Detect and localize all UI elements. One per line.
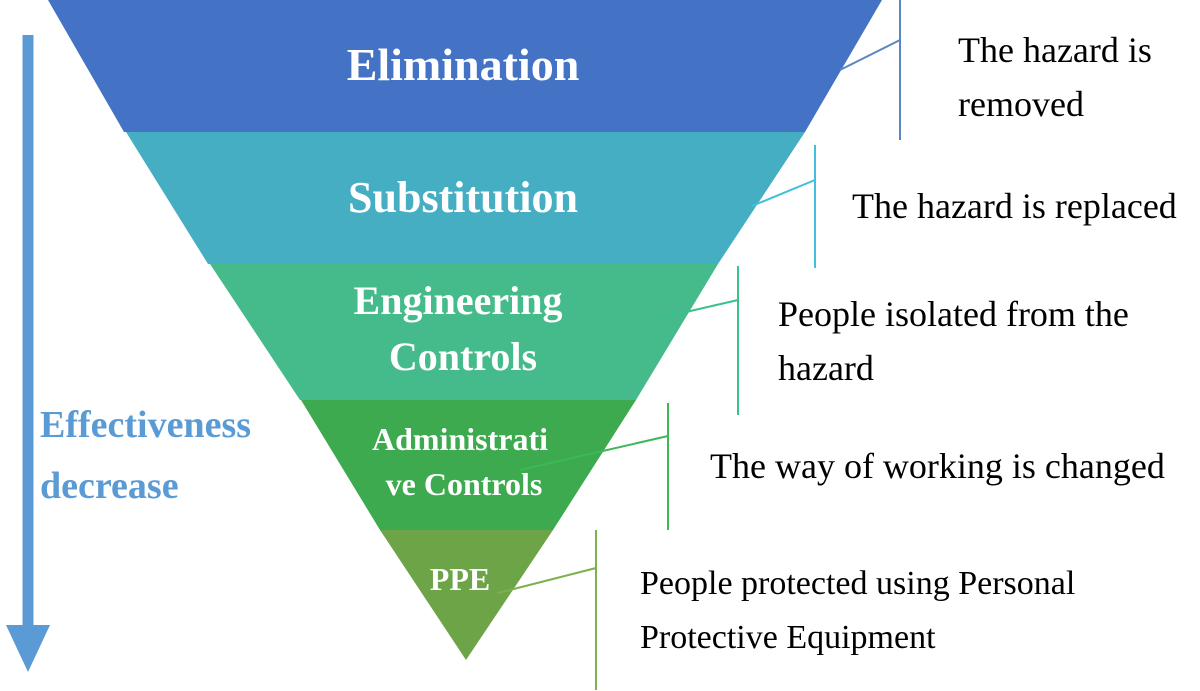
description-ppe-line-1: People protected using Personal <box>640 565 1075 602</box>
effectiveness-arrow <box>6 35 50 672</box>
label-administrative-line-1: Administrati <box>372 421 548 457</box>
description-engineering-controls: People isolated from the hazard <box>778 294 1138 388</box>
arrow-head <box>6 625 50 672</box>
description-elimination-line-2: removed <box>958 84 1084 124</box>
band-elimination <box>48 0 882 132</box>
description-administrative-line-1: The way of working is changed <box>710 446 1165 486</box>
band-engineering-controls <box>210 264 718 400</box>
label-engineering-controls: Engineering Controls <box>354 278 573 379</box>
effectiveness-label: Effectiveness decrease <box>40 404 261 507</box>
connector-engineering-controls <box>659 266 739 415</box>
connector-ppe <box>497 530 597 690</box>
label-substitution: Substitution <box>348 173 578 222</box>
connector-elimination <box>839 0 901 140</box>
band-ppe <box>380 530 553 660</box>
band-substitution <box>126 132 805 264</box>
description-elimination: The hazard is removed <box>958 30 1161 124</box>
label-elimination: Elimination <box>347 39 580 90</box>
connector-substitution <box>751 145 816 268</box>
label-ppe: PPE <box>430 561 490 597</box>
label-administrative-controls: Administrati ve Controls <box>372 421 556 502</box>
connector-administrative-controls <box>519 403 669 530</box>
description-ppe-line-2: Protective Equipment <box>640 619 936 656</box>
effectiveness-label-line-1: Effectiveness <box>40 404 251 446</box>
description-ppe: People protected using Personal Protecti… <box>640 565 1084 656</box>
label-administrative-line-2: ve Controls <box>386 466 543 502</box>
callout-connectors <box>497 0 901 690</box>
label-engineering-line-2: Controls <box>389 334 537 379</box>
description-elimination-line-1: The hazard is <box>958 30 1152 70</box>
band-administrative-controls <box>301 400 636 530</box>
label-engineering-line-1: Engineering <box>354 278 563 323</box>
effectiveness-label-line-2: decrease <box>40 465 179 507</box>
description-administrative-controls: The way of working is changed <box>710 446 1165 486</box>
description-engineering-line-2: hazard <box>778 348 874 388</box>
description-substitution: The hazard is replaced <box>852 186 1177 226</box>
description-substitution-line-1: The hazard is replaced <box>852 186 1177 226</box>
inverted-pyramid <box>48 0 882 660</box>
description-engineering-line-1: People isolated from the <box>778 294 1129 334</box>
